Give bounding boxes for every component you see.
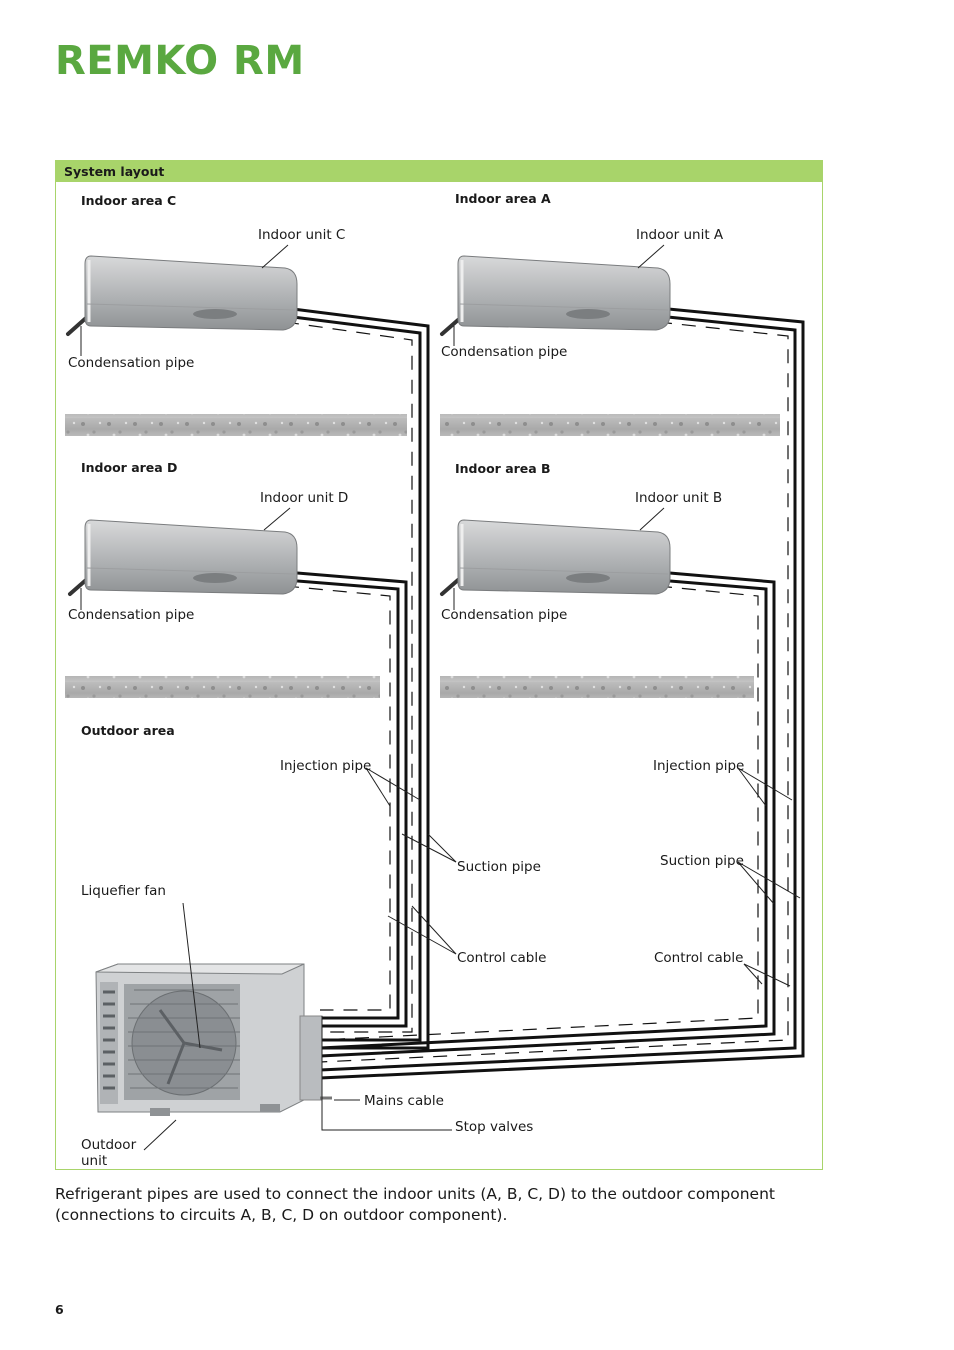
figure-header: System layout (56, 161, 822, 182)
pipes-circuit-c (284, 306, 430, 1050)
label-indoor-unit-c: Indoor unit C (258, 227, 346, 243)
label-control-cable-right: Control cable (654, 950, 744, 966)
wall-c (65, 414, 407, 436)
label-condensation-pipe-d: Condensation pipe (68, 607, 195, 623)
label-condensation-pipe-a: Condensation pipe (441, 344, 568, 360)
area-heading-a: Indoor area A (455, 191, 551, 206)
area-heading-c: Indoor area C (81, 193, 177, 208)
indoor-unit-a (456, 254, 672, 332)
label-stop-valves: Stop valves (455, 1119, 534, 1135)
system-layout-figure: System layout (55, 160, 823, 1170)
label-mains-cable: Mains cable (364, 1093, 444, 1109)
wall-a (440, 414, 780, 436)
wall-d (65, 676, 380, 698)
indoor-unit-d (83, 518, 299, 596)
label-condensation-pipe-b: Condensation pipe (441, 607, 568, 623)
label-injection-pipe-right: Injection pipe (653, 758, 745, 774)
indoor-unit-c (83, 254, 299, 332)
figure-caption: System layout (64, 164, 165, 179)
pipes-circuit-b (319, 570, 776, 1058)
area-heading-d: Indoor area D (81, 460, 178, 475)
pipes-circuit-d (284, 570, 408, 1028)
label-indoor-unit-b: Indoor unit B (635, 490, 723, 506)
wall-b (440, 676, 754, 698)
page-title: REMKO RM (55, 38, 305, 84)
area-heading-b: Indoor area B (455, 461, 551, 476)
pipes-circuit-a (319, 306, 805, 1080)
label-indoor-unit-a: Indoor unit A (636, 227, 724, 243)
label-condensation-pipe-c: Condensation pipe (68, 355, 195, 371)
outdoor-unit (95, 963, 323, 1116)
indoor-unit-b (456, 518, 672, 596)
description-paragraph: Refrigerant pipes are used to connect th… (55, 1185, 775, 1224)
label-indoor-unit-d: Indoor unit D (260, 490, 349, 506)
label-injection-pipe-left: Injection pipe (280, 758, 372, 774)
label-liquefier-fan: Liquefier fan (81, 883, 166, 899)
label-control-cable-left: Control cable (457, 950, 547, 966)
area-heading-outdoor: Outdoor area (81, 723, 175, 738)
page-number: 6 (55, 1302, 64, 1317)
label-outdoor-unit-line1: Outdoor (81, 1137, 137, 1153)
label-suction-pipe-right: Suction pipe (660, 853, 744, 869)
label-suction-pipe-left: Suction pipe (457, 859, 541, 875)
label-outdoor-unit-line2: unit (81, 1153, 108, 1169)
